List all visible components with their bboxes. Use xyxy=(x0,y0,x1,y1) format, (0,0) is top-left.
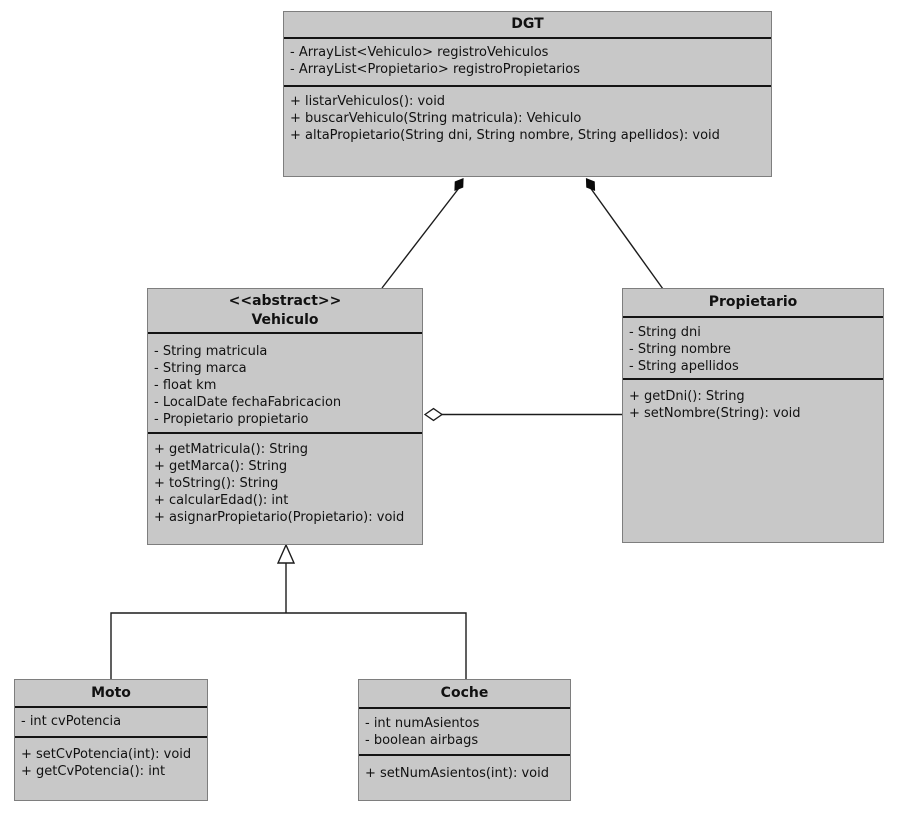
attribute: - String nombre xyxy=(629,342,731,357)
class-box-propietario[interactable]: Propietario - String dni - String nombre… xyxy=(622,288,884,543)
class-box-vehiculo[interactable]: <<abstract>> Vehiculo - String matricula… xyxy=(147,288,423,545)
aggregation-diamond-icon xyxy=(423,407,444,422)
method: + getMatricula(): String xyxy=(154,442,309,457)
class-title: Coche xyxy=(359,680,570,709)
inheritance-arrow-icon xyxy=(276,543,296,564)
method: + asignarPropietario(Propietario): void xyxy=(154,510,405,525)
class-box-dgt[interactable]: DGT - ArrayList<Vehiculo> registroVehicu… xyxy=(283,11,772,177)
class-name: Propietario xyxy=(708,294,798,310)
method: + setCvPotencia(int): void xyxy=(21,747,192,762)
class-name: DGT xyxy=(511,16,544,32)
attributes-compartment: - ArrayList<Vehiculo> registroVehiculos … xyxy=(284,39,771,87)
class-name: Vehiculo xyxy=(251,311,319,328)
composition-diamond-icon xyxy=(454,177,464,192)
method: + listarVehiculos(): void xyxy=(290,94,446,109)
composition-dgt-propietario xyxy=(585,177,664,290)
attribute: - float km xyxy=(154,378,217,393)
methods-compartment: + setNumAsientos(int): void xyxy=(359,756,570,800)
attribute: - ArrayList<Propietario> registroPropiet… xyxy=(290,62,580,77)
attribute: - ArrayList<Vehiculo> registroVehiculos xyxy=(290,45,549,60)
class-name: Coche xyxy=(440,685,489,701)
method: + setNumAsientos(int): void xyxy=(365,766,549,781)
methods-compartment: + setCvPotencia(int): void + getCvPotenc… xyxy=(15,738,207,800)
attribute: - String marca xyxy=(154,361,247,376)
class-box-moto[interactable]: Moto - int cvPotencia + setCvPotencia(in… xyxy=(14,679,208,801)
class-title: Moto xyxy=(15,680,207,708)
attributes-compartment: - int cvPotencia xyxy=(15,708,207,738)
attributes-compartment: - int numAsientos - boolean airbags xyxy=(359,709,570,756)
aggregation-vehiculo-propietario xyxy=(423,407,623,422)
inheritance-vehiculo-subclasses xyxy=(110,543,467,679)
composition-diamond-icon xyxy=(585,177,596,192)
attributes-compartment: - String matricula - String marca - floa… xyxy=(148,334,422,434)
class-box-coche[interactable]: Coche - int numAsientos - boolean airbag… xyxy=(358,679,571,801)
attribute: - LocalDate fechaFabricacion xyxy=(154,395,342,410)
attribute: - String matricula xyxy=(154,344,268,359)
attribute: - boolean airbags xyxy=(365,733,479,748)
methods-compartment: + getDni(): String + setNombre(String): … xyxy=(623,380,883,542)
methods-compartment: + getMatricula(): String + getMarca(): S… xyxy=(148,434,422,544)
attribute: - int numAsientos xyxy=(365,716,480,731)
methods-compartment: + listarVehiculos(): void + buscarVehicu… xyxy=(284,87,771,176)
method: + calcularEdad(): int xyxy=(154,493,289,508)
attribute: - String apellidos xyxy=(629,359,739,374)
method: + toString(): String xyxy=(154,476,279,491)
method: + altaPropietario(String dni, String nom… xyxy=(290,128,720,143)
class-title: <<abstract>> Vehiculo xyxy=(148,289,422,334)
class-title: Propietario xyxy=(623,289,883,318)
method: + getDni(): String xyxy=(629,389,745,404)
method: + getMarca(): String xyxy=(154,459,288,474)
class-name: Moto xyxy=(91,684,131,701)
composition-dgt-vehiculo xyxy=(381,177,464,289)
attributes-compartment: - String dni - String nombre - String ap… xyxy=(623,318,883,380)
class-title: DGT xyxy=(284,12,771,39)
method: + setNombre(String): void xyxy=(629,406,801,421)
method: + buscarVehiculo(String matricula): Vehi… xyxy=(290,111,582,126)
method: + getCvPotencia(): int xyxy=(21,764,166,779)
attribute: - int cvPotencia xyxy=(21,714,122,729)
attribute: - String dni xyxy=(629,325,701,340)
class-stereotype: <<abstract>> xyxy=(228,292,342,309)
attribute: - Propietario propietario xyxy=(154,412,309,427)
